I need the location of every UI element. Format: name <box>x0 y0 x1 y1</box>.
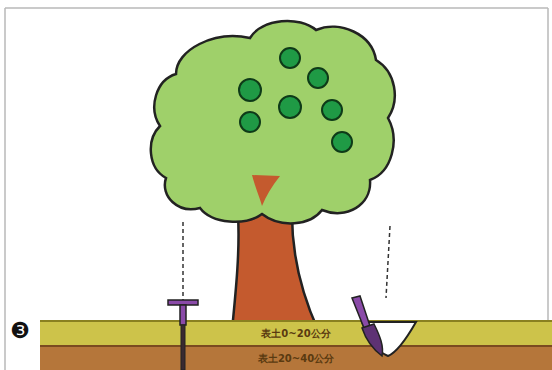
soil-trowel <box>352 296 370 328</box>
layer-label: 表土20~40公分 <box>258 352 334 366</box>
soil-trowel <box>362 324 383 356</box>
fruit <box>332 132 352 152</box>
fruit <box>240 112 260 132</box>
soil-band: 表土0~20公分 <box>40 320 552 345</box>
soil-probe <box>168 300 198 305</box>
tree-canopy <box>151 21 395 223</box>
dug-hole <box>362 322 416 356</box>
frame-line <box>4 8 6 370</box>
fruit <box>308 68 328 88</box>
drip-line <box>182 222 184 302</box>
frame-line <box>5 7 548 9</box>
soil-probe <box>181 325 185 370</box>
fruit <box>322 100 342 120</box>
fruit-group <box>239 48 352 152</box>
frame-line <box>547 8 549 370</box>
layer-label: 表土0~20公分 <box>261 327 330 341</box>
tree-trunk <box>252 175 280 206</box>
fruit <box>239 79 261 101</box>
soil-probe <box>180 305 186 325</box>
fruit <box>279 96 301 118</box>
fruit <box>280 48 300 68</box>
drip-line <box>386 226 390 298</box>
soil-band: 表土20~40公分 <box>40 345 552 370</box>
callout-number: ❸ <box>10 318 30 343</box>
